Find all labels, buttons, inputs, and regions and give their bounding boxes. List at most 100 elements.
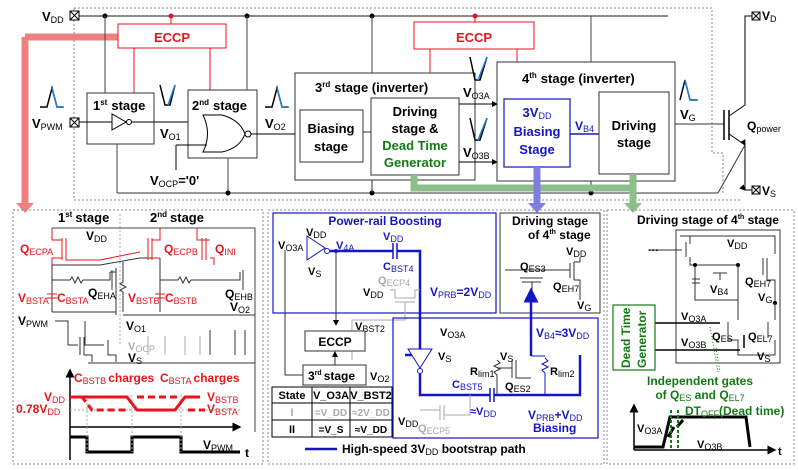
r-circuit-box [675, 229, 781, 364]
table-cell: =V_S [319, 425, 344, 436]
r-qel7-label: QEL7 [748, 331, 773, 344]
vbstb-trace [70, 395, 200, 412]
m-vg-label: VG [577, 300, 591, 313]
m-vo3a-label: VO3A [278, 240, 303, 253]
note-label-2: of QES and QEL7 [655, 388, 744, 403]
r-vg-label: VG [758, 292, 772, 305]
r-vo3a-label: VO3A [681, 311, 706, 324]
eccp-label-left: ECCP [154, 30, 190, 45]
m-vs3-label: VS [500, 351, 513, 364]
w-vo3b-label: VO3B [697, 439, 722, 452]
r-vo3b-label: VO3B [681, 337, 706, 350]
m-vs2-label: VS [438, 351, 451, 364]
w-vbsta-label: VBSTA [207, 402, 238, 417]
power-rail-boosting-box [272, 212, 497, 314]
r-qeh7-label: QEH7 [745, 276, 771, 289]
3vdd-biasing-block [503, 98, 571, 168]
note-label: Independent gates [647, 374, 753, 388]
vo3a-label: VO3A [463, 85, 490, 101]
vpwm-pin-label: VPWM [32, 116, 63, 132]
vb4-3vdd-label: VB4≈3VDD [536, 326, 590, 341]
table-cell: II [289, 424, 295, 436]
vb4-label: VB4 [575, 119, 594, 134]
m-stage3-block [302, 364, 367, 386]
w-vo3a-label: VO3A [637, 423, 662, 436]
vbst2-label: VBST2 [355, 321, 385, 334]
eccp-bus-red [21, 33, 118, 205]
v4a-label: V4A [336, 240, 354, 253]
vo2-waveform [265, 85, 288, 108]
panel-bootstrap: Power-rail Boosting VO3A VDD VS V4A VDD … [267, 209, 605, 465]
l-vocp-label: VOCP [128, 341, 155, 354]
m-driving4-title-2: of 4th stage [528, 228, 591, 242]
dead-time-waveform-plot: VO3A VO3B DTOFF(Dead time) t [629, 403, 784, 458]
l-vdd-label: VDD [86, 229, 108, 244]
cbstb-label: CBSTB [165, 291, 197, 306]
qecp4-label: QECP4 [378, 275, 410, 288]
w-vbstb-label: VBSTB [207, 390, 239, 405]
r-title: Driving stage of 4th stage [637, 213, 779, 227]
m-driving4-box [499, 212, 601, 314]
l-vs-label: VS [128, 351, 142, 366]
table-cell: ≈V_DD [355, 425, 387, 436]
inverter-icon [111, 113, 128, 131]
qpower-igbt-icon [723, 15, 752, 191]
chip-boundary [73, 7, 740, 201]
eccp-block-left [117, 23, 227, 49]
vo3b-waveform [469, 117, 488, 141]
vdd-pin-label: VDD [42, 9, 64, 25]
qecpb-transistor-icon [147, 228, 161, 260]
cbst4-label: CBST4 [383, 261, 413, 274]
table-header-state: State [279, 390, 306, 402]
w-vpwm-label: VPWM [203, 438, 233, 453]
m-vdd2-label: VDD [363, 287, 384, 300]
vprb-label: VPRB=2VDD [430, 285, 492, 300]
m-vdd-label: VDD [306, 227, 327, 240]
panel-driving-stage4: Driving stage of 4th stage VDD V ··· VB4… [606, 209, 795, 465]
rlim2-label: Rlim2 [550, 366, 574, 379]
dtg-label: Dead Time [619, 307, 633, 368]
rlim1-label: Rlim1 [470, 366, 494, 379]
qes2-label: QES2 [505, 381, 531, 394]
vo3a-waveform [469, 56, 488, 81]
eccp-label-right: ECCP [456, 30, 492, 45]
qehb-label: QEHB [225, 287, 253, 302]
state-table: State V_O3A V_BST2 I =V_DD ≈2V_DD II =V_… [271, 386, 393, 438]
vs-rail [117, 144, 746, 194]
driving-stage-label: Driving [612, 118, 657, 133]
qeha-label: QEHA [88, 286, 116, 301]
biasing-sublabel: Biasing [533, 421, 576, 435]
vo2-label: VO2 [265, 116, 286, 132]
nor-gate-icon [202, 114, 246, 153]
qecpb-label: QECPB [164, 242, 198, 257]
vprb-vdd-label: VPRB+VDD [528, 408, 583, 423]
m-vdd4-label: VDD [398, 416, 419, 429]
biasing-stage-block [299, 109, 364, 163]
driving-label-2: stage & [392, 121, 439, 136]
m-vdd3-label: VDD [566, 246, 587, 259]
l-vo2-label: VO2 [230, 300, 250, 315]
vpwm-waveform [40, 85, 63, 108]
qecp5-label: QECP5 [418, 423, 450, 436]
qecpa-transistor-icon [51, 228, 141, 265]
m-eccp-label: ECCP [318, 335, 351, 349]
vo1-waveform [159, 84, 176, 106]
dtg-label-2: Generator [635, 310, 649, 368]
qini-transistor-icon [196, 228, 215, 265]
vbsta-label: VBSTA [18, 291, 49, 306]
legend-label: High-speed 3VDD bootstrap path [342, 442, 526, 457]
low-level-label: 0.78VDD [16, 402, 61, 417]
l-vpwm-label: VPWM [18, 314, 48, 329]
driving-label: Driving [393, 104, 438, 119]
cbst5-vdd-label: ≈VDD [470, 406, 497, 419]
vd-pin-label: VD [762, 9, 777, 24]
table-header-vbst2: V_BST2 [350, 390, 392, 402]
